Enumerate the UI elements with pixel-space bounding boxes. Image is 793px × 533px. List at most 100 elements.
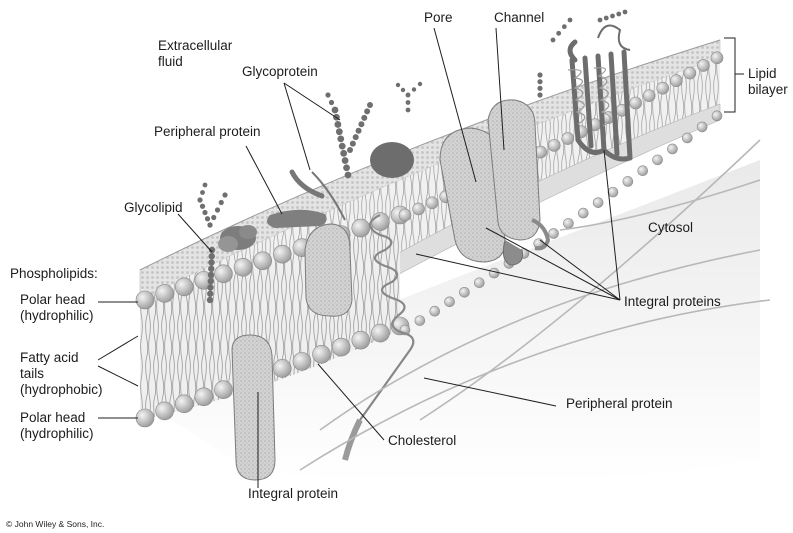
integral-protein-middle bbox=[305, 224, 352, 316]
sugar-bead bbox=[208, 259, 214, 265]
label-pore: Pore bbox=[424, 10, 453, 26]
phospholipid-head bbox=[670, 75, 682, 87]
phospholipid-head bbox=[371, 213, 389, 231]
surface-protein bbox=[370, 142, 414, 178]
sugar-bead bbox=[361, 115, 367, 121]
phospholipid-head bbox=[608, 187, 618, 197]
phospholipid-head bbox=[667, 144, 677, 154]
phospholipid-head bbox=[136, 409, 154, 427]
sugar-bead bbox=[207, 297, 213, 303]
phospholipid-head bbox=[643, 90, 655, 102]
phospholipid-head bbox=[234, 258, 252, 276]
sugar-bead bbox=[343, 164, 350, 171]
phospholipid-head bbox=[426, 197, 438, 209]
label-phospholipids: Phospholipids: bbox=[10, 266, 98, 282]
phospholipid-head bbox=[653, 155, 663, 165]
phospholipid-head bbox=[682, 133, 692, 143]
copyright-notice: © John Wiley & Sons, Inc. bbox=[6, 519, 104, 529]
sugar-bead bbox=[207, 284, 213, 290]
phospholipid-head bbox=[657, 82, 669, 94]
sugar-bead bbox=[406, 100, 411, 105]
sugar-bead bbox=[401, 88, 405, 92]
label-channel: Channel bbox=[494, 10, 544, 26]
label-integral-proteins: Integral proteins bbox=[624, 294, 721, 310]
sugar-bead bbox=[211, 215, 216, 220]
sugar-bead bbox=[406, 93, 410, 97]
phospholipid-head bbox=[371, 324, 389, 342]
sugar-bead bbox=[207, 222, 212, 227]
sugar-bead bbox=[616, 12, 621, 17]
sugar-bead bbox=[207, 291, 213, 297]
sugar-bead bbox=[562, 24, 567, 29]
sugar-bead bbox=[556, 31, 561, 36]
sugar-bead bbox=[329, 100, 334, 105]
sugar-bead bbox=[209, 253, 215, 259]
sugar-bead bbox=[202, 210, 207, 215]
phospholipid-head bbox=[630, 97, 642, 109]
label-peripheral-protein-top: Peripheral protein bbox=[154, 124, 261, 140]
phospholipid-head bbox=[548, 139, 560, 151]
sugar-bead bbox=[568, 18, 573, 23]
leader-glycoprotein-1 bbox=[284, 83, 310, 170]
sugar-bead bbox=[200, 190, 205, 195]
phospholipid-head bbox=[214, 265, 232, 283]
leader-fatty-acid-1 bbox=[98, 336, 138, 360]
sugar-bead bbox=[340, 150, 347, 157]
sugar-bead bbox=[396, 83, 400, 87]
leader-peripheral-top bbox=[246, 146, 282, 214]
sugar-bead bbox=[537, 92, 542, 97]
phospholipid-head bbox=[273, 359, 291, 377]
phospholipid-head bbox=[578, 208, 588, 218]
phospholipid-head bbox=[712, 111, 722, 121]
phospholipid-head bbox=[638, 166, 648, 176]
phospholipid-head bbox=[156, 284, 174, 302]
phospholipid-head bbox=[293, 352, 311, 370]
sugar-bead bbox=[537, 79, 542, 84]
phospholipid-head bbox=[711, 52, 723, 64]
phospholipid-head bbox=[313, 345, 331, 363]
sugar-bead bbox=[208, 278, 214, 284]
sugar-bead bbox=[339, 143, 346, 150]
sugar-bead bbox=[551, 38, 556, 43]
phospholipid-head bbox=[415, 316, 425, 326]
phospholipid-head bbox=[697, 122, 707, 132]
phospholipid-head bbox=[195, 388, 213, 406]
label-integral-protein: Integral protein bbox=[248, 486, 338, 502]
phospholipid-head bbox=[399, 209, 411, 221]
sugar-bead bbox=[219, 200, 224, 205]
phospholipid-head bbox=[175, 278, 193, 296]
label-polar-head-top: Polar head (hydrophilic) bbox=[20, 292, 94, 324]
sugar-bead bbox=[406, 108, 411, 113]
phospholipid-head bbox=[593, 198, 603, 208]
sugar-bead bbox=[537, 72, 542, 77]
label-fatty-acid-tails: Fatty acid tails (hydrophobic) bbox=[20, 350, 103, 398]
phospholipid-head bbox=[175, 395, 193, 413]
integral-protein-front bbox=[232, 335, 275, 480]
sugar-bead bbox=[208, 272, 214, 278]
sugar-bead bbox=[604, 16, 609, 21]
phospholipid-head bbox=[474, 278, 484, 288]
phospholipid-head bbox=[332, 338, 350, 356]
phospholipid-head bbox=[489, 268, 499, 278]
label-polar-head-bottom: Polar head (hydrophilic) bbox=[20, 410, 94, 442]
phospholipid-head bbox=[549, 229, 559, 239]
phospholipid-head bbox=[254, 252, 272, 270]
sugar-bead bbox=[203, 183, 208, 188]
phospholipid-head bbox=[459, 287, 469, 297]
phospholipid-head bbox=[563, 218, 573, 228]
phospholipid-head bbox=[413, 203, 425, 215]
sugar-bead bbox=[345, 172, 352, 179]
sugar-bead bbox=[200, 204, 205, 209]
label-glycoprotein: Glycoprotein bbox=[242, 64, 318, 80]
sugar-bead bbox=[356, 128, 362, 134]
phospholipid-head bbox=[156, 402, 174, 420]
sugar-bead bbox=[334, 121, 341, 128]
phospholipid-head bbox=[352, 219, 370, 237]
leader-fatty-acid-2 bbox=[98, 366, 138, 386]
sugar-bead bbox=[198, 198, 203, 203]
phospholipid-head bbox=[430, 306, 440, 316]
sugar-bead bbox=[215, 207, 220, 212]
label-cytosol: Cytosol bbox=[648, 220, 693, 236]
sugar-bead bbox=[367, 102, 373, 108]
